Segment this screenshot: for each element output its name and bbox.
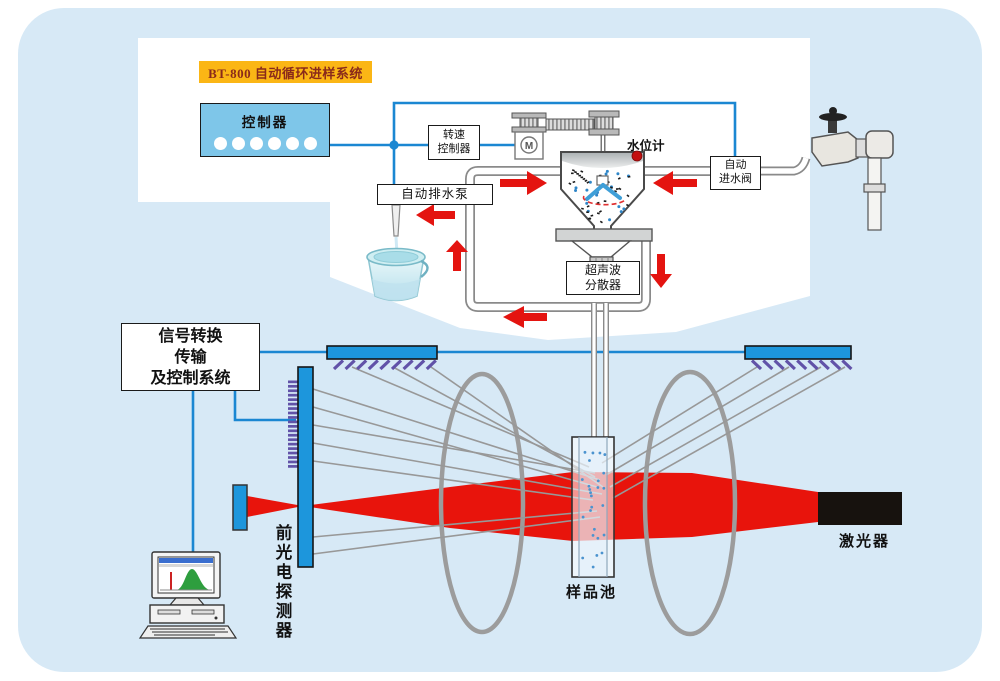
drain-pump-box: 自动排水泵 xyxy=(377,184,493,205)
lens-left xyxy=(438,371,526,635)
motor-icon xyxy=(520,136,538,154)
controller-label: 控制器 xyxy=(241,115,289,130)
distribution-curve xyxy=(176,569,211,590)
controller-box: 控制器 xyxy=(200,103,330,157)
inlet-valve-line2: 进水阀 xyxy=(719,173,752,185)
inlet-valve-line1: 自动 xyxy=(724,159,747,172)
dispersion-tank xyxy=(560,150,645,234)
arrow-right-into-tank xyxy=(500,171,547,195)
sample-cell-label: 样品池 xyxy=(566,584,618,601)
bucket-handle xyxy=(420,259,429,278)
speed-controller-box: 转速 控制器 xyxy=(428,125,480,160)
lens-right xyxy=(642,369,738,637)
wide-angle-detectors xyxy=(326,345,853,371)
arrow-down-feed xyxy=(650,254,672,288)
detector-bar-left xyxy=(326,345,438,360)
ultrasonic-line2: 分散器 xyxy=(584,278,621,292)
arrow-left-into-tank xyxy=(653,171,697,195)
water-level-sensor xyxy=(631,150,643,162)
inlet-valve-box: 自动 进水阀 xyxy=(710,156,761,190)
system-title-badge: BT-800 自动循环进样系统 xyxy=(199,61,372,83)
water-tap xyxy=(811,107,894,231)
signal-system-line1: 信号转换 xyxy=(158,327,223,345)
drive-belt xyxy=(545,118,595,131)
front-detector-label: 前光电探测器 xyxy=(273,524,291,641)
controller-button xyxy=(249,137,263,150)
tap-handle-icon xyxy=(819,113,847,121)
water-surface xyxy=(562,153,643,168)
system-title: BT-800 自动循环进样系统 xyxy=(208,65,363,81)
detector-bar-right xyxy=(744,345,852,360)
cell-particles xyxy=(580,450,607,569)
computer xyxy=(138,551,238,639)
signal-system-line2: 传输 xyxy=(174,348,207,366)
circulation-pipes xyxy=(465,156,811,437)
controller-button xyxy=(285,137,299,150)
hatch-right xyxy=(750,359,853,371)
flow-arrows xyxy=(416,171,697,328)
stirrer-blade-right xyxy=(601,183,622,200)
tap-stem xyxy=(828,120,837,133)
pipe-collar xyxy=(863,183,886,193)
control-wires xyxy=(191,101,745,553)
hatch-left xyxy=(332,359,437,371)
sample-cell xyxy=(571,436,615,578)
water-gauge-label: 水位计 xyxy=(627,139,665,153)
window-titlebar xyxy=(159,558,213,563)
controller-button xyxy=(213,137,227,150)
wire-junction-dot xyxy=(389,140,399,150)
arrow-left-drain xyxy=(416,204,455,226)
ultrasonic-line1: 超声波 xyxy=(584,263,621,277)
motor-letter: M xyxy=(525,141,533,152)
arrow-up-return xyxy=(446,240,468,271)
signal-system-line3: 及控制系统 xyxy=(150,369,231,387)
small-pulley xyxy=(511,112,547,119)
speed-controller-line1: 转速 xyxy=(443,128,465,141)
controller-button xyxy=(267,137,281,150)
controller-buttons xyxy=(213,137,317,150)
big-pulley xyxy=(588,110,620,118)
monitor-stand xyxy=(168,597,206,606)
stirrer-blade-left xyxy=(585,183,605,201)
computer-tower xyxy=(149,604,225,624)
waste-bucket xyxy=(366,247,429,302)
ultrasonic-disperser-box: 超声波 分散器 xyxy=(566,261,640,295)
arrow-left-bottom xyxy=(503,306,547,328)
signal-system-box: 信号转换 传输 及控制系统 xyxy=(121,323,260,391)
speed-controller-line2: 控制器 xyxy=(437,142,471,155)
rotation-arc xyxy=(582,195,627,206)
front-detector-bar xyxy=(297,366,314,568)
laser-label: 激光器 xyxy=(839,533,891,550)
laser-source xyxy=(818,492,902,525)
tap-body xyxy=(811,131,859,167)
controller-button xyxy=(231,137,245,150)
supply-pipe xyxy=(867,157,882,231)
fourier-lenses xyxy=(438,369,738,637)
drain-pump-label: 自动排水泵 xyxy=(401,186,469,201)
focal-detector xyxy=(232,484,248,531)
pipe-elbow xyxy=(865,130,894,159)
stirrer-motor-drive: M xyxy=(511,110,620,160)
front-photodetector xyxy=(232,366,314,568)
controller-button xyxy=(303,137,317,150)
detector-comb xyxy=(288,380,298,468)
